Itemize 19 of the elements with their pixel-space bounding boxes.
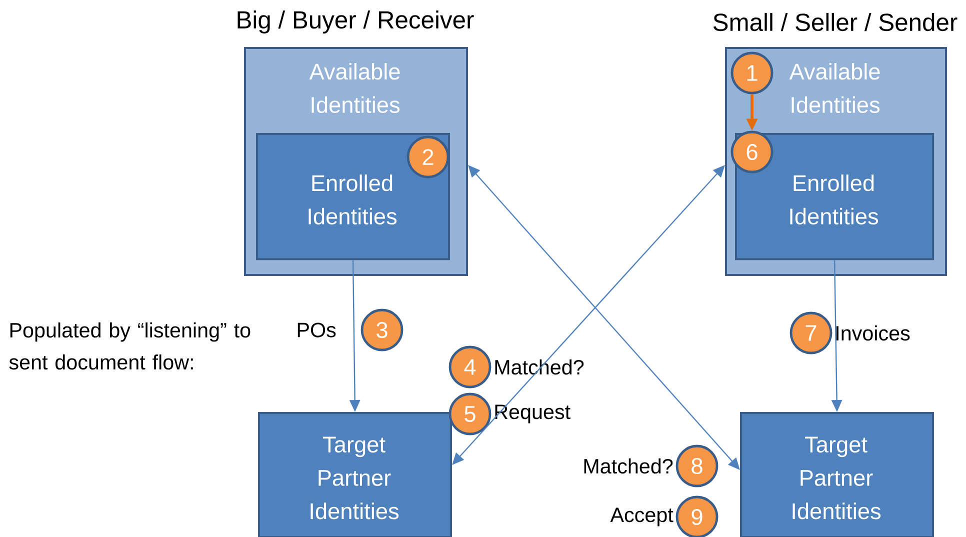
step-label: Matched? — [584, 458, 673, 474]
step-label: POs — [298, 322, 336, 338]
step-label: Request — [495, 404, 570, 424]
step-number: 8 — [676, 444, 718, 488]
step-number: 1 — [730, 52, 774, 94]
node-label: Small / Seller / Sender — [713, 12, 958, 32]
step-number: 7 — [790, 312, 832, 354]
step-number: 2 — [406, 136, 450, 178]
step-number: 5 — [448, 392, 492, 436]
step-number: 4 — [448, 346, 492, 388]
node-label: Big / Buyer / Receiver — [238, 10, 474, 34]
step-number: 3 — [360, 308, 404, 352]
step-label: Invoices — [836, 325, 910, 341]
identity-box: Target Partner Identities — [258, 412, 452, 537]
identity-box: Target Partner Identities — [740, 412, 934, 537]
step-number: 9 — [676, 496, 718, 537]
note-text: Populated by “listening” to sent document flow: — [9, 322, 250, 370]
step-label: Accept — [610, 508, 674, 526]
step-number: 6 — [730, 130, 774, 174]
